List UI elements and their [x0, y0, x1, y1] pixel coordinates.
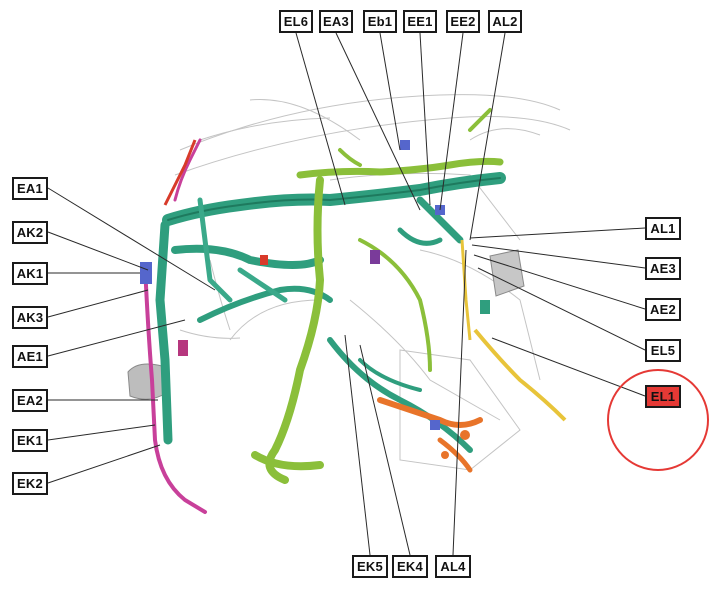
light-green-harness — [251, 108, 504, 484]
label-EA3[interactable]: EA3 — [319, 10, 353, 33]
label-AL2[interactable]: AL2 — [488, 10, 522, 33]
red-harness — [163, 139, 197, 206]
pink-harness — [143, 138, 207, 514]
label-AL1[interactable]: AL1 — [645, 217, 681, 240]
connectors — [140, 140, 490, 459]
label-EA1[interactable]: EA1 — [12, 177, 48, 200]
label-EK5[interactable]: EK5 — [352, 555, 388, 578]
main-harness — [155, 172, 506, 453]
label-AK1[interactable]: AK1 — [12, 262, 48, 285]
label-AE1[interactable]: AE1 — [12, 345, 48, 368]
label-EA2[interactable]: EA2 — [12, 389, 48, 412]
highlight-circle — [607, 369, 709, 471]
label-Eb1[interactable]: Eb1 — [363, 10, 397, 33]
label-EK4[interactable]: EK4 — [392, 555, 428, 578]
label-EK1[interactable]: EK1 — [12, 429, 48, 452]
leader-lines — [47, 32, 646, 556]
yellow-harness — [473, 328, 567, 422]
label-EL1-highlighted[interactable]: EL1 — [645, 385, 681, 408]
right-bracket — [489, 249, 525, 297]
label-AL4[interactable]: AL4 — [435, 555, 471, 578]
label-EK2[interactable]: EK2 — [12, 472, 48, 495]
dashboard-outline — [174, 94, 571, 471]
label-EE1[interactable]: EE1 — [403, 10, 437, 33]
label-AK2[interactable]: AK2 — [12, 221, 48, 244]
label-EE2[interactable]: EE2 — [446, 10, 480, 33]
label-AK3[interactable]: AK3 — [12, 306, 48, 329]
label-EL6[interactable]: EL6 — [279, 10, 313, 33]
label-AE3[interactable]: AE3 — [645, 257, 681, 280]
label-EL5[interactable]: EL5 — [645, 339, 681, 362]
yellow-harness-2 — [460, 239, 472, 341]
label-AE2[interactable]: AE2 — [645, 298, 681, 321]
